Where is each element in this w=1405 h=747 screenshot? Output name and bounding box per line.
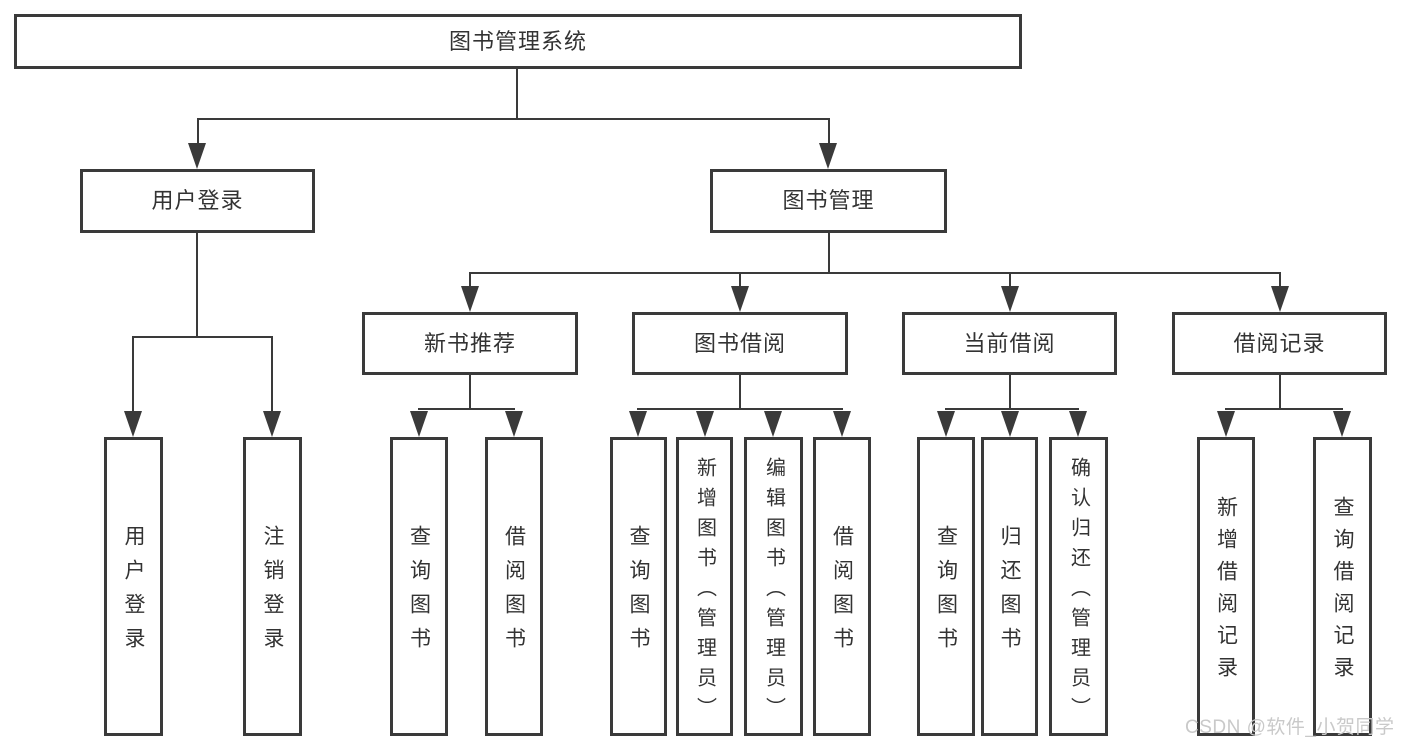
arrowhead bbox=[505, 411, 523, 437]
node-book-management-label: 图书管理 bbox=[782, 188, 875, 213]
connector-level2-hline bbox=[197, 118, 830, 120]
leaf-records-add-record-label: 新增借阅记录 bbox=[1214, 496, 1238, 688]
leaf-borrow-edit-books-admin: 编辑图书（管理员） bbox=[744, 437, 803, 736]
leaf-borrow-add-books-admin: 新增图书（管理员） bbox=[676, 437, 733, 736]
leaf-borrow-add-books-admin-label: 新增图书（管理员） bbox=[693, 456, 716, 727]
leaf-newbook-borrow-books-label: 借阅图书 bbox=[502, 525, 526, 661]
arrowhead bbox=[819, 143, 837, 169]
arrowhead bbox=[461, 286, 479, 312]
node-user-login: 用户登录 bbox=[80, 169, 315, 233]
leaf-user-login-label: 用户登录 bbox=[122, 525, 145, 661]
leaf-current-return-books-label: 归还图书 bbox=[998, 525, 1021, 661]
connector-hline bbox=[1225, 408, 1343, 410]
connector-stem bbox=[469, 375, 471, 408]
csdn-watermark: CSDN @软件_小贺同学 bbox=[1185, 717, 1395, 738]
connector-arm bbox=[132, 336, 134, 412]
arrowhead bbox=[696, 411, 714, 437]
node-root: 图书管理系统 bbox=[14, 14, 1022, 69]
node-root-label: 图书管理系统 bbox=[448, 28, 587, 54]
connector-level3-hline bbox=[469, 272, 1281, 274]
arrowhead bbox=[1001, 286, 1019, 312]
node-user-login-label: 用户登录 bbox=[151, 188, 244, 213]
connector-book-mgmt-stem bbox=[828, 233, 830, 272]
node-book-borrow: 图书借阅 bbox=[632, 312, 848, 375]
connector-arm bbox=[469, 272, 471, 288]
leaf-borrow-edit-books-admin-label: 编辑图书（管理员） bbox=[762, 456, 785, 727]
connector-arm bbox=[271, 336, 273, 412]
connector-user-login-arm bbox=[197, 118, 199, 145]
arrowhead bbox=[1069, 411, 1087, 437]
connector-hline bbox=[637, 408, 843, 410]
arrowhead bbox=[410, 411, 428, 437]
arrowhead bbox=[629, 411, 647, 437]
node-book-management: 图书管理 bbox=[710, 169, 947, 233]
leaf-records-query-record-label: 查询借阅记录 bbox=[1331, 496, 1354, 688]
connector-hline bbox=[418, 408, 515, 410]
arrowhead bbox=[731, 286, 749, 312]
node-current-borrow: 当前借阅 bbox=[902, 312, 1117, 375]
connector-user-login-stem bbox=[196, 233, 198, 336]
node-current-borrow-label: 当前借阅 bbox=[963, 330, 1056, 356]
leaf-logout-label: 注销登录 bbox=[261, 525, 284, 661]
leaf-records-query-record: 查询借阅记录 bbox=[1313, 437, 1372, 736]
connector-arm bbox=[1009, 272, 1011, 288]
node-new-book-recommend-label: 新书推荐 bbox=[423, 330, 516, 356]
node-borrow-records: 借阅记录 bbox=[1172, 312, 1387, 375]
connector-stem bbox=[1009, 375, 1011, 408]
leaf-newbook-query-books-label: 查询图书 bbox=[407, 525, 431, 661]
leaf-borrow-query-books-label: 查询图书 bbox=[627, 525, 650, 661]
connector-user-login-hline bbox=[132, 336, 273, 338]
leaf-current-return-books: 归还图书 bbox=[981, 437, 1038, 736]
leaf-current-confirm-return-admin: 确认归还（管理员） bbox=[1049, 437, 1108, 736]
connector-arm bbox=[1279, 272, 1281, 288]
leaf-logout: 注销登录 bbox=[243, 437, 302, 736]
connector-root-stem bbox=[516, 69, 518, 118]
leaf-newbook-borrow-books: 借阅图书 bbox=[485, 437, 543, 736]
arrowhead bbox=[764, 411, 782, 437]
node-borrow-records-label: 借阅记录 bbox=[1233, 330, 1326, 356]
arrowhead bbox=[937, 411, 955, 437]
leaf-records-add-record: 新增借阅记录 bbox=[1197, 437, 1255, 736]
connector-book-mgmt-arm bbox=[828, 118, 830, 145]
node-book-borrow-label: 图书借阅 bbox=[693, 330, 786, 356]
leaf-user-login: 用户登录 bbox=[104, 437, 163, 736]
connector-hline bbox=[945, 408, 1079, 410]
arrowhead bbox=[1217, 411, 1235, 437]
leaf-current-query-books: 查询图书 bbox=[917, 437, 975, 736]
arrowhead bbox=[833, 411, 851, 437]
arrowhead bbox=[1271, 286, 1289, 312]
leaf-current-confirm-return-admin-label: 确认归还（管理员） bbox=[1067, 456, 1090, 727]
node-new-book-recommend: 新书推荐 bbox=[362, 312, 578, 375]
arrowhead bbox=[1001, 411, 1019, 437]
arrowhead bbox=[124, 411, 142, 437]
arrowhead bbox=[263, 411, 281, 437]
leaf-current-query-books-label: 查询图书 bbox=[934, 525, 958, 661]
connector-stem bbox=[1279, 375, 1281, 408]
leaf-borrow-borrow-books: 借阅图书 bbox=[813, 437, 871, 736]
leaf-borrow-borrow-books-label: 借阅图书 bbox=[830, 525, 854, 661]
leaf-newbook-query-books: 查询图书 bbox=[390, 437, 448, 736]
arrowhead bbox=[188, 143, 206, 169]
leaf-borrow-query-books: 查询图书 bbox=[610, 437, 667, 736]
connector-arm bbox=[739, 272, 741, 288]
connector-stem bbox=[739, 375, 741, 408]
arrowhead bbox=[1333, 411, 1351, 437]
